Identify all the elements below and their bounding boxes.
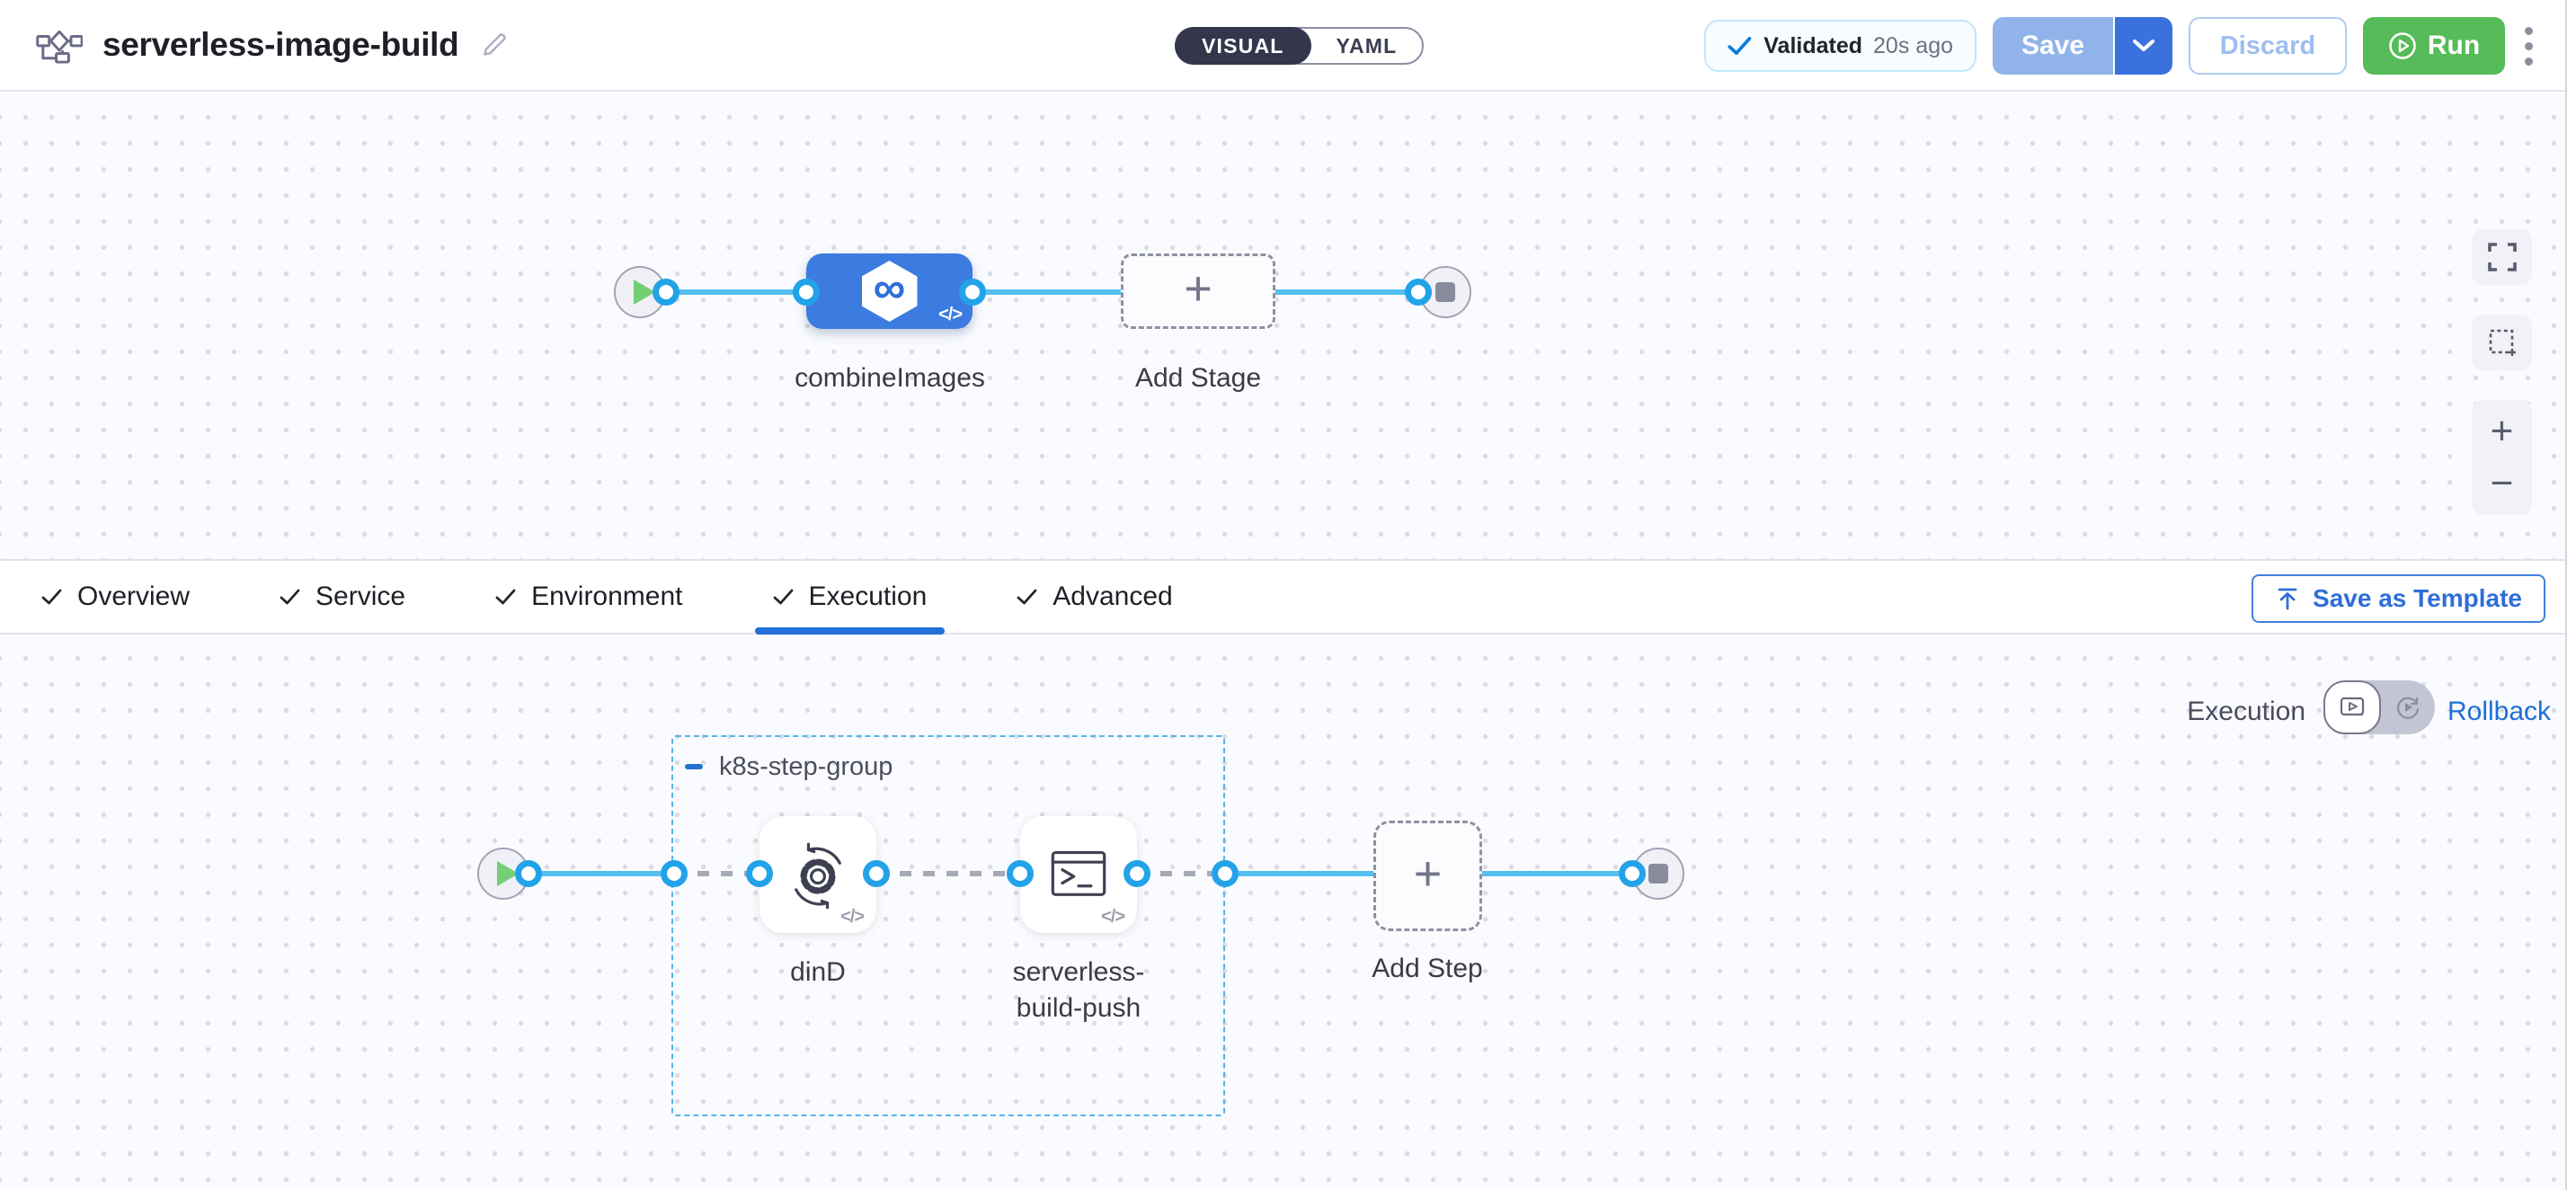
header: serverless-image-build VISUAL YAML Valid… (0, 0, 2576, 92)
header-actions: Validated 20s ago Save Discard Run (1704, 0, 2536, 92)
step-label-dind: dinD (790, 957, 846, 987)
connector-dot (793, 279, 820, 306)
plus-icon: + (1184, 262, 1212, 315)
step-label-serverless-build-push: serverless-build-push (1012, 957, 1145, 1023)
add-stage-button[interactable]: + (1121, 253, 1275, 329)
more-options-button[interactable] (2521, 26, 2536, 66)
code-badge-icon: </> (1101, 907, 1125, 927)
stage-tabbar: Overview Service Environment Execution (0, 559, 2576, 635)
connector-dot (661, 860, 688, 887)
discard-button[interactable]: Discard (2189, 17, 2347, 75)
step-connector-dashed (1137, 871, 1225, 876)
step-group-label: k8s-step-group (719, 752, 893, 781)
add-step-label: Add Step (1372, 954, 1483, 983)
step-connector-dashed (876, 871, 1020, 876)
pipeline-icon (36, 30, 83, 64)
code-badge-icon: </> (938, 305, 963, 324)
stage-label: combineImages (795, 363, 985, 393)
run-label: Run (2427, 31, 2481, 60)
stage-node-combineimages[interactable]: ∞ </> (806, 253, 973, 329)
rollback-link[interactable]: Rollback (2447, 697, 2552, 726)
check-icon (1728, 36, 1752, 56)
check-icon (1017, 589, 1037, 605)
add-stage-label: Add Stage (1134, 363, 1262, 393)
tab-execution[interactable]: Execution (754, 561, 946, 635)
connector-dot (1619, 860, 1646, 887)
stage-connector-line (666, 289, 1435, 295)
pipeline-end-node (1419, 266, 1471, 318)
save-button[interactable]: Save (1993, 17, 2113, 75)
tab-advanced[interactable]: Advanced (999, 561, 1190, 633)
connector-dot (1212, 860, 1239, 887)
collapse-group-button[interactable] (685, 764, 703, 769)
connector-dot (1007, 860, 1034, 887)
zoom-controls: + − (2472, 400, 2532, 515)
tab-service[interactable]: Service (262, 561, 423, 633)
step-node-serverless-build-push[interactable]: </> (1020, 816, 1137, 933)
save-split-button: Save (1993, 17, 2172, 75)
connector-dot (746, 860, 773, 887)
step-connector-line (529, 871, 674, 876)
visual-yaml-toggle: VISUAL YAML (1175, 27, 1425, 65)
save-dropdown-button[interactable] (2113, 17, 2172, 75)
dind-gear-icon (795, 842, 841, 909)
execution-view-icon (2340, 697, 2365, 716)
execution-canvas: Execution Rollback k8s-step-group (0, 635, 2576, 1190)
chevron-down-icon (2132, 39, 2155, 52)
save-as-template-button[interactable]: Save as Template (2252, 574, 2545, 623)
zoom-in-button[interactable]: + (2490, 409, 2514, 454)
stage-canvas: ∞ </> + combineImages Add Stage (0, 93, 2576, 559)
fullscreen-button[interactable] (2472, 229, 2532, 285)
rollback-view-icon (2396, 697, 2420, 719)
step-connector-dashed (674, 871, 759, 876)
stop-icon (1435, 282, 1455, 302)
check-icon (773, 589, 793, 605)
connector-dot (1405, 279, 1432, 306)
header-title-group: serverless-image-build (36, 0, 511, 90)
step-node-dind[interactable]: </> (759, 816, 876, 933)
page-title: serverless-image-build (102, 26, 459, 63)
add-step-button[interactable]: + (1373, 821, 1482, 931)
scrollbar[interactable] (2565, 0, 2576, 1190)
serverless-stage-icon: ∞ (861, 261, 918, 322)
execution-mode-label: Execution (2187, 697, 2305, 726)
check-icon (280, 589, 300, 605)
multi-select-button[interactable] (2472, 315, 2532, 370)
run-button[interactable]: Run (2363, 17, 2505, 75)
validated-time: 20s ago (1873, 32, 1953, 58)
tab-environment[interactable]: Environment (477, 561, 700, 633)
connector-dot (863, 860, 890, 887)
zoom-out-button[interactable]: − (2490, 460, 2514, 505)
rollback-view-button[interactable] (2381, 680, 2435, 734)
toggle-visual[interactable]: VISUAL (1175, 27, 1311, 65)
marquee-select-icon (2489, 329, 2516, 356)
validated-badge[interactable]: Validated 20s ago (1704, 20, 1976, 72)
connector-dot (653, 279, 680, 306)
connector-dot (515, 860, 542, 887)
stop-icon (1648, 864, 1668, 884)
check-icon (41, 589, 62, 605)
plus-icon: + (1413, 846, 1443, 901)
tab-overview[interactable]: Overview (23, 561, 208, 633)
code-badge-icon: </> (840, 907, 865, 927)
run-play-icon (2389, 32, 2416, 59)
edit-pencil-icon[interactable] (478, 29, 511, 61)
execution-view-button[interactable] (2323, 680, 2381, 734)
execution-rollback-toggle (2323, 680, 2435, 734)
step-group-box (671, 735, 1225, 1116)
validated-label: Validated (1763, 32, 1863, 58)
stage-tabs: Overview Service Environment Execution (0, 561, 2576, 635)
connector-dot (959, 279, 986, 306)
start-play-icon (634, 280, 655, 305)
terminal-icon (1051, 850, 1106, 896)
toggle-yaml[interactable]: YAML (1336, 33, 1398, 58)
fullscreen-icon (2487, 243, 2517, 271)
upload-icon (2278, 588, 2297, 610)
connector-dot (1124, 860, 1150, 887)
check-icon (495, 589, 516, 605)
